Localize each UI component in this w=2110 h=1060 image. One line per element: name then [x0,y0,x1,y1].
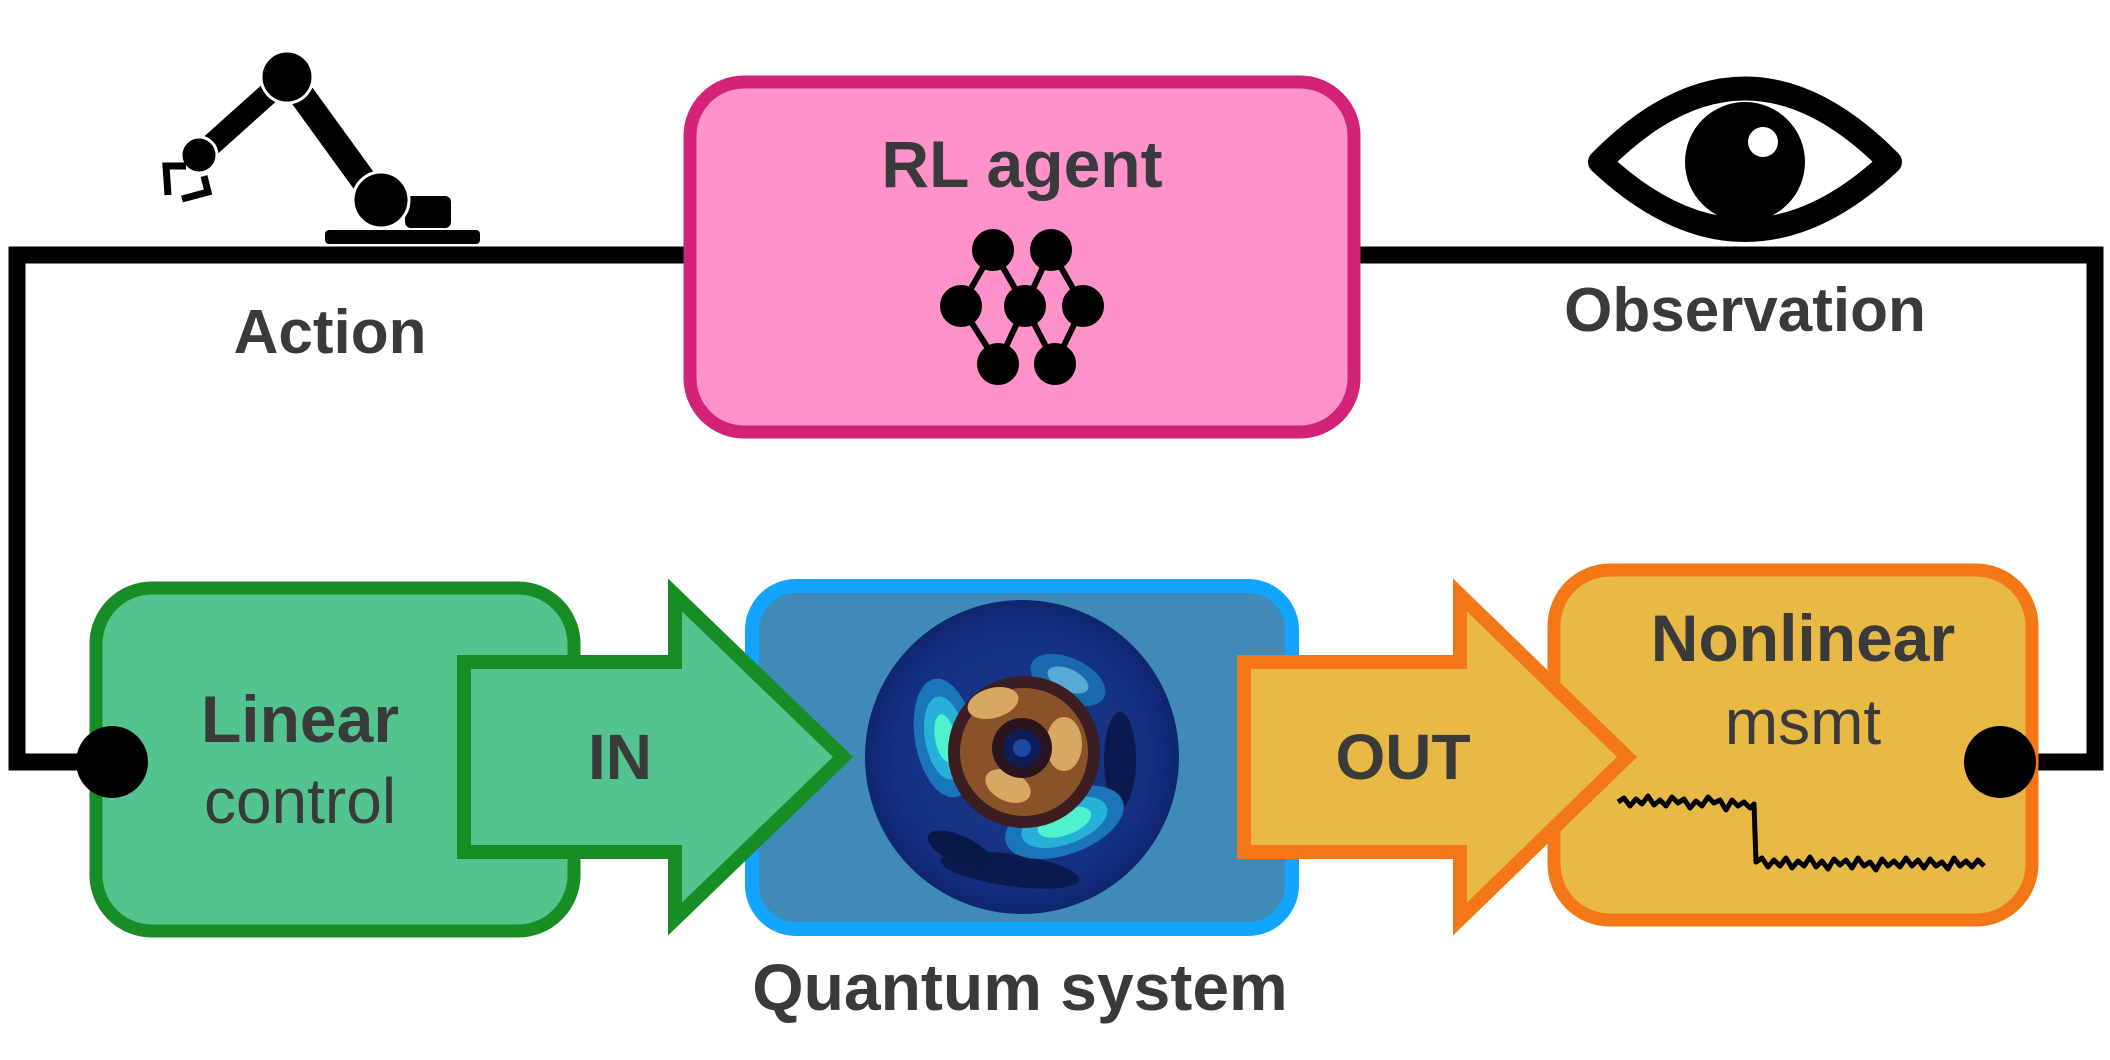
nonlinear-measurement-box: Nonlinear msmt [1547,563,2039,927]
action-label: Action [234,298,427,367]
quantum-system-label: Quantum system [752,950,1287,1024]
observation-label: Observation [1564,276,1926,345]
out-label: OUT [1335,721,1470,793]
neural-network-icon [940,229,1104,385]
out-arrow: OUT [1237,578,1638,936]
linear-title: Linear [201,682,399,756]
loop-endpoint-left [76,726,148,798]
nonlinear-subtitle: msmt [1725,686,1882,758]
linear-subtitle: control [204,765,396,837]
rl-agent-title: RL agent [881,127,1162,201]
in-arrow: IN [457,578,854,936]
loop-endpoint-right [1964,726,2036,798]
in-label: IN [588,721,652,793]
wigner-function-icon [865,600,1179,914]
eye-icon [1588,76,1902,242]
nonlinear-title: Nonlinear [1651,601,1955,675]
rl-agent-box: RL agent [683,75,1361,439]
measurement-trace-icon [1616,793,1986,873]
robot-arm-icon [162,49,480,244]
feedback-loop-line [8,246,2104,771]
